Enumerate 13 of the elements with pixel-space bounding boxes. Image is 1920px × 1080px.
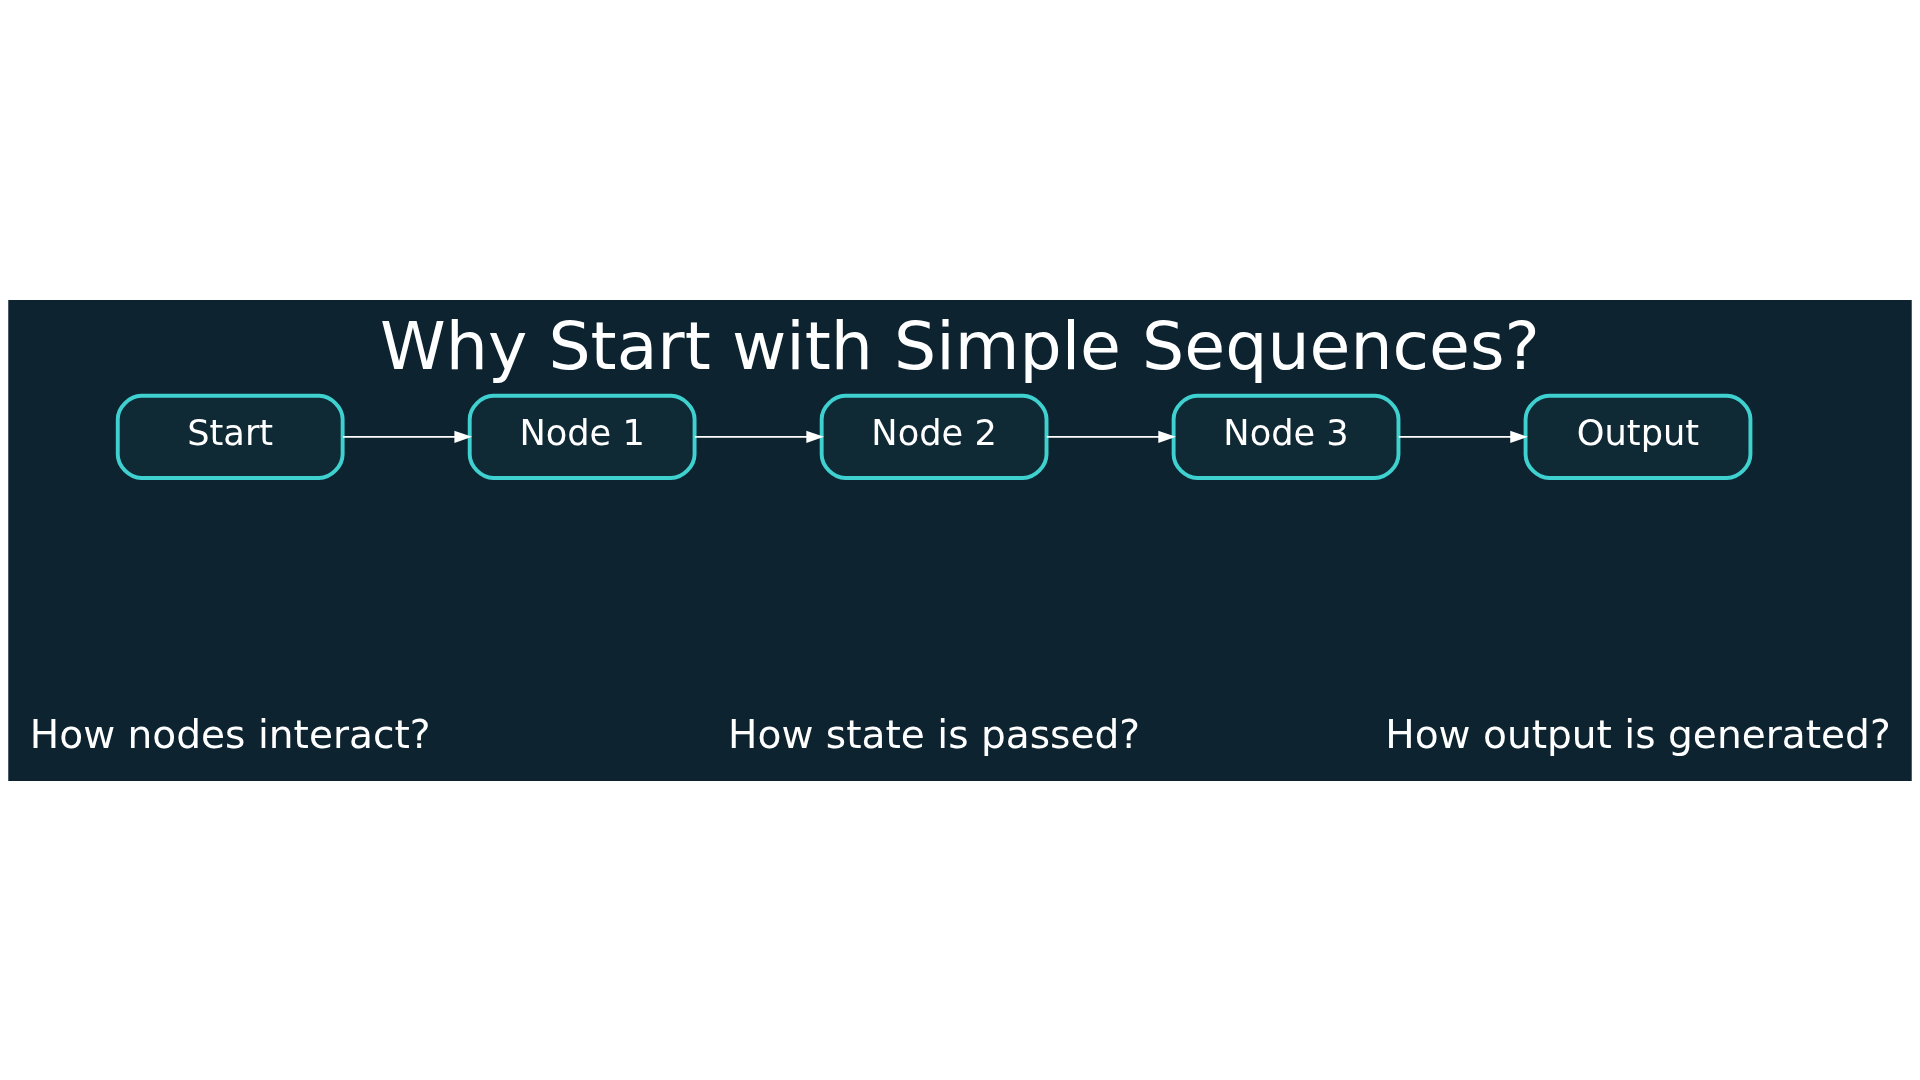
arrow <box>693 430 824 443</box>
label: How state is passed? <box>728 711 1141 757</box>
node-box: Node 1 <box>467 393 697 480</box>
node-box: Node 2 <box>819 393 1049 480</box>
node-box: Start <box>115 393 345 480</box>
label: How output is generated? <box>1385 711 1891 757</box>
arrow <box>1045 430 1176 443</box>
diagram-title: Why Start with Simple Sequences? <box>380 306 1540 385</box>
node-box: Node 3 <box>1171 393 1401 480</box>
node-box: Output <box>1523 393 1753 480</box>
arrow <box>341 430 473 443</box>
label: How nodes interact? <box>29 711 431 757</box>
arrow <box>1397 430 1528 443</box>
